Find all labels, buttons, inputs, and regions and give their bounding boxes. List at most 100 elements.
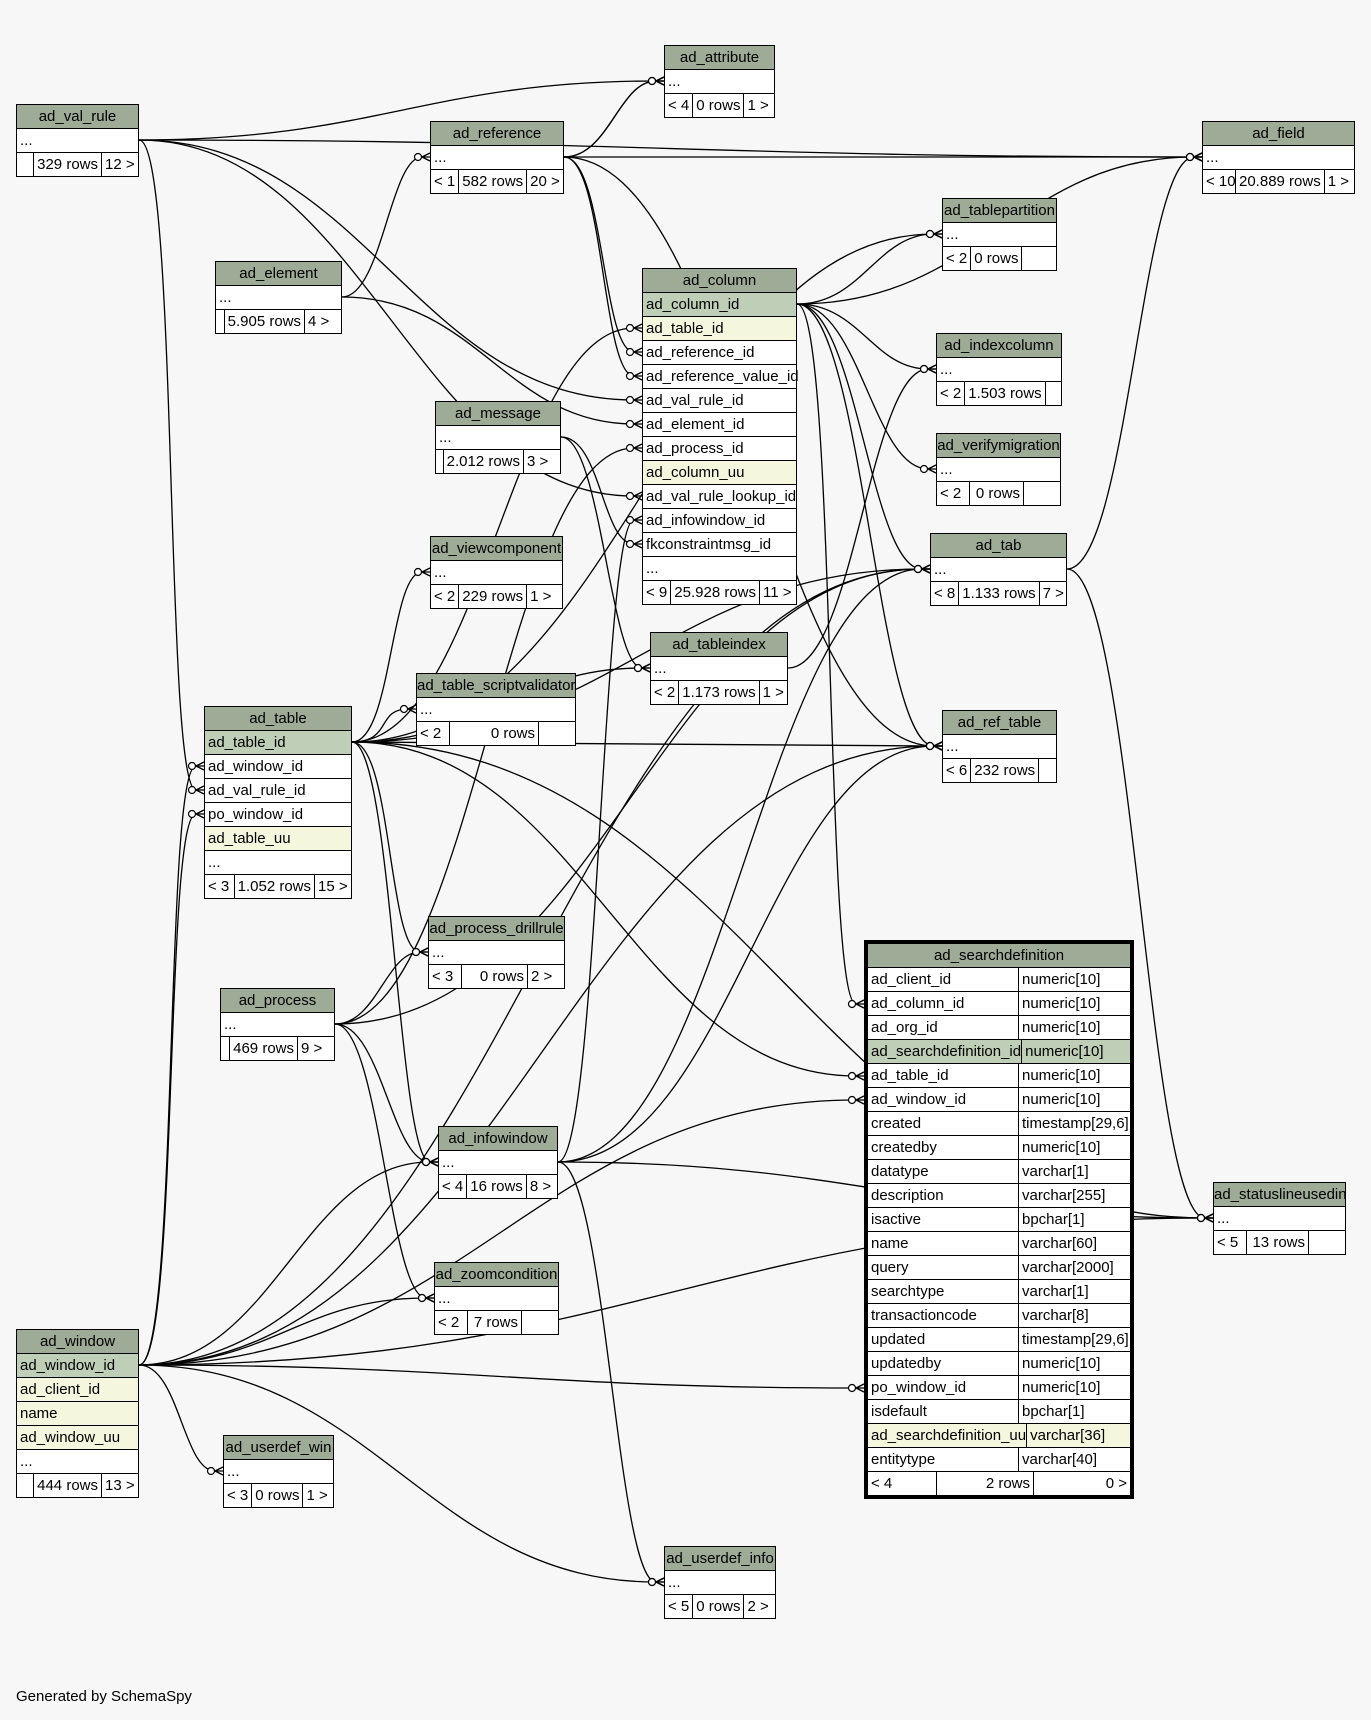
table-header[interactable]: ad_table_scriptvalidator xyxy=(417,674,575,698)
column-row[interactable]: ad_table_id xyxy=(643,317,796,341)
column-row[interactable]: ad_table_uu xyxy=(205,827,351,851)
table-header[interactable]: ad_verifymigration xyxy=(937,434,1060,458)
table-header[interactable]: ad_indexcolumn xyxy=(937,334,1061,358)
column-row[interactable]: ... xyxy=(1203,146,1354,170)
table-header[interactable]: ad_userdef_info xyxy=(665,1547,775,1571)
table-header[interactable]: ad_infowindow xyxy=(439,1127,557,1151)
table-header[interactable]: ad_column xyxy=(643,269,796,293)
column-row[interactable]: ... xyxy=(665,1571,775,1595)
column-row[interactable]: ad_infowindow_id xyxy=(643,509,796,533)
table-header[interactable]: ad_tab xyxy=(931,534,1066,558)
column-row[interactable]: ad_process_id xyxy=(643,437,796,461)
column-row[interactable]: ad_val_rule_id xyxy=(643,389,796,413)
table-header[interactable]: ad_attribute xyxy=(665,46,774,70)
column-row[interactable]: ... xyxy=(17,1450,138,1474)
column-row[interactable]: ... xyxy=(417,698,575,722)
table-header[interactable]: ad_searchdefinition xyxy=(868,944,1130,968)
table-header[interactable]: ad_tablepartition xyxy=(943,199,1056,223)
column-row[interactable]: po_window_id xyxy=(205,803,351,827)
column-row[interactable]: ... xyxy=(431,561,562,585)
table-header[interactable]: ad_process_drillrule xyxy=(429,917,564,941)
column-row[interactable]: ... xyxy=(651,657,787,681)
column-row[interactable]: ... xyxy=(17,129,138,153)
column-row[interactable]: ... xyxy=(665,70,774,94)
column-row[interactable]: ad_element_id xyxy=(643,413,796,437)
column-row[interactable]: name xyxy=(17,1402,138,1426)
column-row[interactable]: ad_val_rule_id xyxy=(205,779,351,803)
column-row[interactable]: ... xyxy=(1214,1207,1345,1231)
column-row[interactable]: ad_window_uu xyxy=(17,1426,138,1450)
column-row[interactable]: ad_client_id xyxy=(17,1378,138,1402)
column-row[interactable]: ... xyxy=(943,735,1056,759)
column-row[interactable]: ... xyxy=(937,358,1061,382)
column-row[interactable]: ... xyxy=(205,851,351,875)
table-header[interactable]: ad_process xyxy=(221,989,334,1013)
column-row[interactable]: ad_window_id xyxy=(17,1354,138,1378)
column-row[interactable]: fkconstraintmsg_id xyxy=(643,533,796,557)
column-row[interactable]: ... xyxy=(431,146,563,170)
column-row[interactable]: ... xyxy=(216,286,341,310)
table-header[interactable]: ad_viewcomponent xyxy=(431,537,562,561)
column-row[interactable]: ... xyxy=(931,558,1066,582)
table-header[interactable]: ad_window xyxy=(17,1330,138,1354)
table-header[interactable]: ad_val_rule xyxy=(17,105,138,129)
column-row[interactable]: ad_reference_id xyxy=(643,341,796,365)
table-header[interactable]: ad_message xyxy=(436,402,560,426)
column-row[interactable]: ... xyxy=(937,458,1060,482)
column-row[interactable]: ... xyxy=(943,223,1056,247)
column-row[interactable]: ... xyxy=(221,1013,334,1037)
column-row[interactable]: ad_column_id xyxy=(643,293,796,317)
column-row[interactable]: ad_column_uu xyxy=(643,461,796,485)
column-row[interactable]: ... xyxy=(224,1460,333,1484)
column-row[interactable]: ad_val_rule_lookup_id xyxy=(643,485,796,509)
table-header[interactable]: ad_statuslineusedin xyxy=(1214,1183,1347,1207)
table-header[interactable]: ad_zoomcondition xyxy=(435,1263,558,1287)
table-header[interactable]: ad_element xyxy=(216,262,341,286)
column-row[interactable]: ad_reference_value_id xyxy=(643,365,799,389)
table-header[interactable]: ad_field xyxy=(1203,122,1354,146)
column-row[interactable]: ... xyxy=(439,1151,557,1175)
column-row[interactable]: ... xyxy=(436,426,560,450)
table-header[interactable]: ad_reference xyxy=(431,122,563,146)
column-row[interactable]: ad_table_id xyxy=(205,731,351,755)
table-header[interactable]: ad_userdef_win xyxy=(224,1436,333,1460)
table-header[interactable]: ad_table xyxy=(205,707,351,731)
